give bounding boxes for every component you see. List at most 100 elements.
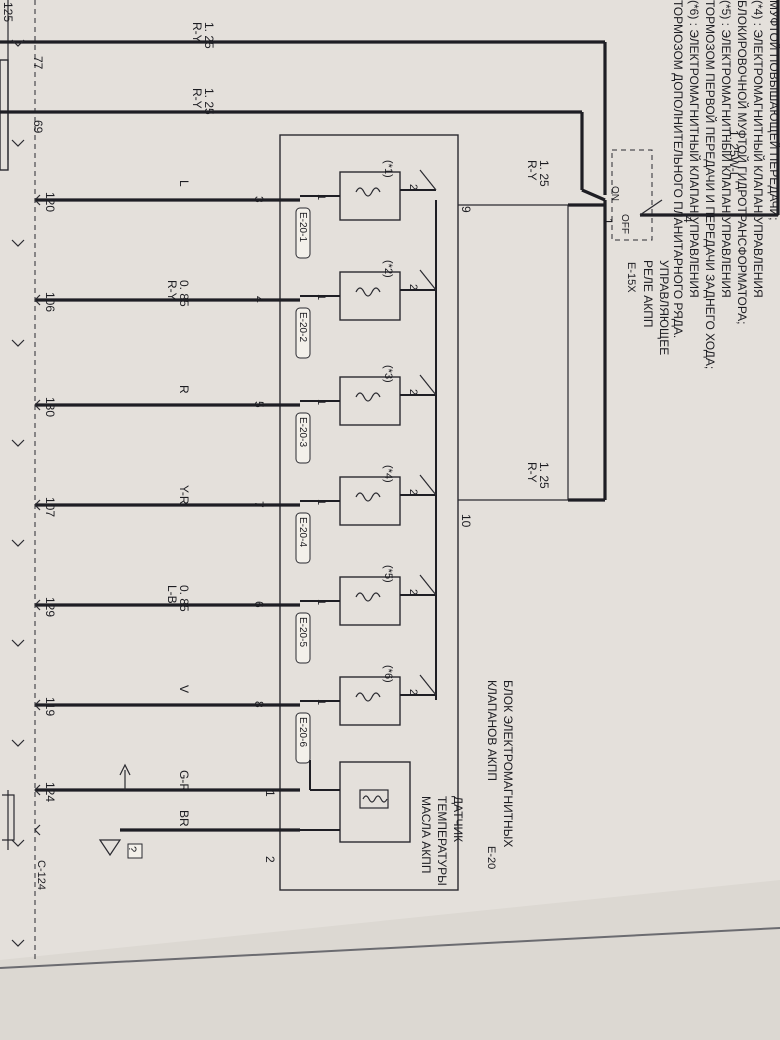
ecu-column-tick [11, 439, 25, 447]
rotated-text-layer: МУФТОЙ ПОВЫШАЮЩЕЙ ПЕРЕДАЧИ; (*4) : ЭЛЕКТ… [1, 0, 780, 890]
ecu-pin-number: 119 [43, 697, 57, 716]
ecu-terminal-arrow [34, 699, 41, 711]
solenoid-coil-symbol [355, 392, 381, 402]
relay-switch-arm [639, 199, 663, 216]
ecu-terminal-arrow [34, 599, 41, 611]
feed-wire-label-block: R-Y [525, 160, 539, 181]
ecu-column-tick [11, 839, 25, 847]
note-line-3: БЛОКИРОВОЧНОЙ МУФТОЙ ГИДРОТРАНСФОРМАТОРА… [735, 0, 750, 324]
ecu-terminal-arrow [34, 399, 41, 411]
note-line-4: (*5) : ЭЛЕКТРОМАГНИТНЫЙ КЛАПАН УПРАВЛЕНИ… [719, 0, 734, 298]
feed-wire-label-block2: 1. 25 [537, 462, 551, 489]
solenoid-connector-tag [295, 512, 311, 564]
oil-temp-sensor-box [339, 761, 411, 843]
solenoid-connector-tag [295, 307, 311, 359]
thermistor-zigzag [362, 795, 388, 803]
note-line-5: ТОРМОЗОМ ПЕРВОЙ ПЕРЕДАЧИ И ПЕРЕДАЧИ ЗАДН… [703, 0, 718, 369]
ecu-terminal-arrow [34, 194, 41, 206]
solenoid-code: E-20-3 [297, 417, 308, 447]
block-output-pin: 7 [252, 501, 266, 508]
rotated-dynamic-text: (*1)21E-20-13(*2)21E-20-24(*3)21E-20-35(… [43, 22, 551, 827]
wire-relay-join [581, 188, 606, 202]
block-title-2: КЛАПАНОВ АКПП [485, 680, 499, 781]
block-output-pin: 8 [252, 701, 266, 708]
feed-wire-label-block2: R-Y [525, 462, 539, 483]
solenoid-code: E-20-4 [297, 517, 308, 547]
solenoid-pin-2: 2 [407, 389, 419, 395]
solenoid-rail-tap [419, 374, 437, 396]
solenoid-id: (*5) [382, 565, 394, 583]
solenoid-coil-symbol [355, 592, 381, 602]
output-wire-label: Y-R [177, 485, 191, 505]
solenoid-code: E-20-1 [297, 212, 308, 242]
block-output-pin: 3 [252, 196, 266, 203]
solenoid-connector-tag [295, 612, 311, 664]
ecu-pin-number: 124 [43, 782, 57, 802]
ecu-column-tick [11, 239, 25, 247]
page-border-line [0, 927, 780, 969]
block-pin-9: 9 [459, 206, 473, 213]
solenoid-id: (*1) [382, 160, 394, 178]
sensor-pin-2: 2 [263, 856, 277, 863]
relay-title-2: РЕЛЕ АКПП [641, 260, 655, 327]
solenoid-id: (*6) [382, 665, 394, 683]
solenoid-pin-1: 1 [315, 399, 327, 405]
output-wire-label: R [177, 385, 191, 394]
solenoid-rail-tap [419, 474, 437, 496]
ecu-terminal-arrow [34, 824, 41, 836]
block-code: E-20 [485, 846, 497, 869]
solenoid-pin-2: 2 [407, 689, 419, 695]
ecu-column-tick [11, 339, 25, 347]
solenoid-pin-2: 2 [407, 184, 419, 190]
block-output-pin: 4 [252, 296, 266, 303]
solenoid-rail-tap [419, 169, 437, 191]
output-wire-label: 0. 85 [177, 585, 191, 612]
note-line-1: МУФТОЙ ПОВЫШАЮЩЕЙ ПЕРЕДАЧИ; [767, 0, 780, 220]
relay-on: ON [609, 186, 620, 201]
sensor-title-3: МАСЛА АКПП [419, 796, 433, 873]
output-wires [34, 194, 300, 836]
block-pin-10: 10 [459, 514, 473, 528]
ground-symbol [98, 839, 122, 857]
solenoid-rail-tap [419, 674, 437, 696]
ecu-pin-number: 106 [43, 292, 57, 312]
feed-wire-label-top: 1. 25 [202, 22, 216, 49]
ecu-pin-number: 129 [43, 597, 57, 617]
valve-block-box [279, 134, 459, 891]
solenoid-code: E-20-2 [297, 312, 308, 342]
solenoid-code: E-20-6 [297, 717, 308, 747]
note-line-6: (*6) : ЭЛЕКТРОМАГНИТНЫЙ КЛАПАН УПРАВЛЕНИ… [687, 0, 702, 298]
solenoid-pin-2: 2 [407, 489, 419, 495]
feed-wire-label-block: 1. 25 [537, 160, 551, 187]
feed-wire-label-mid: R-Y [190, 88, 204, 109]
solenoid-id: (*4) [382, 465, 394, 483]
solenoid-pin-2: 2 [407, 589, 419, 595]
sensor-pin-1: 1 [263, 790, 277, 797]
solenoid-coil-symbol [355, 692, 381, 702]
ecu-column-tick [11, 39, 25, 47]
ecu-pin-125: 125 [1, 2, 15, 22]
output-wire-label: L-B [165, 585, 179, 604]
ecu-column-tick [11, 939, 25, 947]
solenoid-coil-symbol [355, 492, 381, 502]
block-title-1: БЛОК ЭЛЕКТРОМАГНИТНЫХ [501, 680, 515, 847]
solenoid-connector-tag [295, 207, 311, 259]
relay-pin-4: 4 [681, 216, 695, 223]
solenoid-pin-2: 2 [407, 284, 419, 290]
solenoid-pin-1: 1 [315, 499, 327, 505]
solenoid-id: (*2) [382, 260, 394, 278]
ecu-pin-ticks [11, 39, 25, 947]
lower-page-edge [0, 880, 780, 1040]
arrow-head [119, 763, 131, 776]
sensor-title-2: ТЕМПЕРАТУРЫ [435, 796, 449, 886]
ecu-pin-number: 120 [43, 192, 57, 212]
ecu-pin-number: 130 [43, 397, 57, 417]
solenoid-pin-1: 1 [315, 194, 327, 200]
solenoid-pin-1: 1 [315, 599, 327, 605]
solenoid-coil-symbol [355, 187, 381, 197]
relay-code: E-15X [625, 262, 637, 293]
solenoid-rail-tap [419, 574, 437, 596]
ecu-column-tick [11, 639, 25, 647]
